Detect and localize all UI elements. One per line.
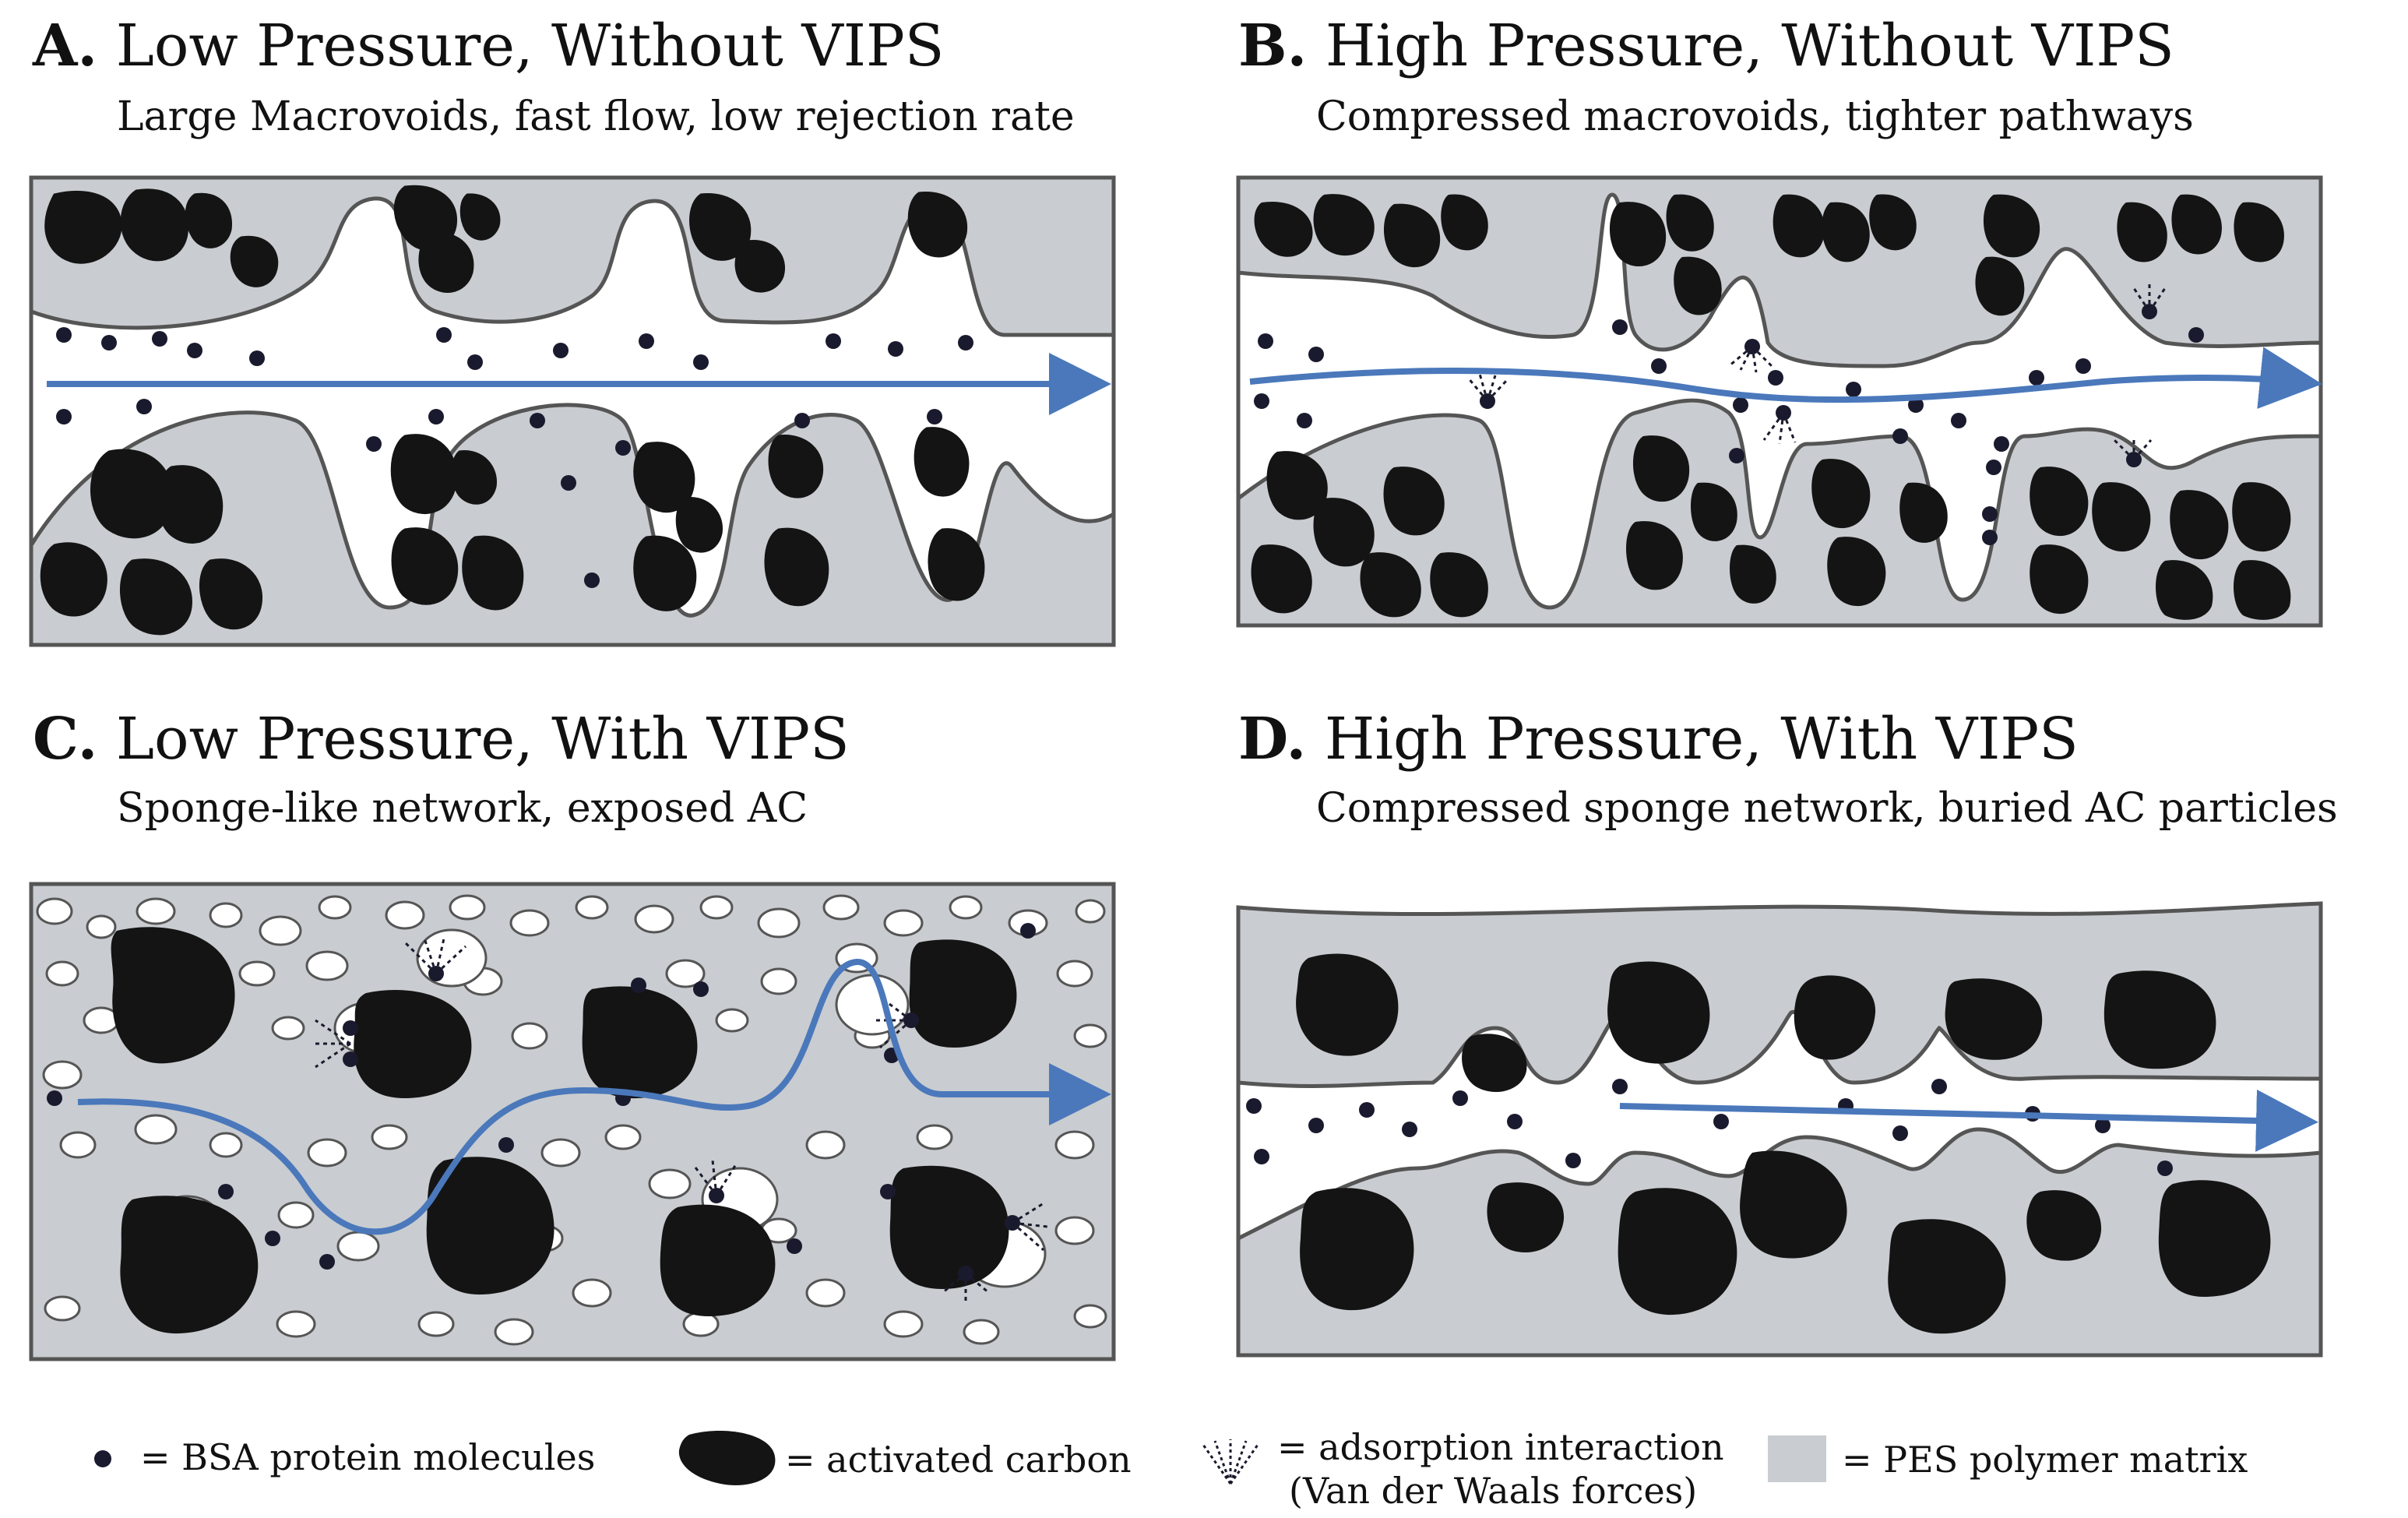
panel-c-subtitle: Sponge-like network, exposed AC [117,785,808,832]
panel-c-carbon-particles [111,927,1017,1334]
panel-d-letter: D. [1238,706,1307,773]
panel-b-letter: B. [1238,12,1308,79]
panel-a-carbon-particles [40,185,985,636]
panel-b-subtitle: Compressed macrovoids, tighter pathways [1316,93,2194,140]
panel-a-membrane [29,175,1116,647]
panel-b-adsorption-lines [1466,284,2167,461]
panel-c-letter: C. [33,706,98,773]
panel-a-subtitle: Large Macrovoids, fast flow, low rejecti… [117,93,1075,140]
panel-d-membrane [1236,901,2323,1358]
panel-b-macrovoid [1236,192,2323,610]
panel-b-flow-arrow [1249,347,2322,410]
panel-d-title: D. High Pressure, With VIPS [1238,710,2079,768]
panel-a-title-text: Low Pressure, Without VIPS [115,12,945,79]
panel-c-title-text: Low Pressure, With VIPS [115,706,850,773]
panel-d-title-text: High Pressure, With VIPS [1324,706,2079,773]
panel-d-flow-arrow [1619,1089,2318,1152]
legend-pes-label: = PES polymer matrix [1842,1439,2248,1481]
legend-bsa-icon [94,1450,111,1467]
legend-carbon-icon [678,1431,776,1485]
panel-d-subtitle: Compressed sponge network, buried AC par… [1316,785,2338,832]
panel-b-carbon-particles [1251,194,2291,620]
legend-carbon-label: = activated carbon [785,1439,1132,1481]
legend-adsorption-icon [1202,1439,1259,1485]
legend-adsorption-label-1: = adsorption interaction [1277,1426,1724,1468]
panel-a-title: A. Low Pressure, Without VIPS [33,17,945,75]
panel-b-title: B. High Pressure, Without VIPS [1238,17,2174,75]
legend-pes-icon [1768,1435,1826,1482]
panel-b-membrane [1236,175,2323,628]
legend-bsa-label: = BSA protein molecules [140,1436,596,1478]
panel-b-title-text: High Pressure, Without VIPS [1325,12,2174,79]
legend-adsorption-label-2: (Van der Waals forces) [1289,1470,1698,1512]
panel-c-membrane [29,882,1116,1361]
panel-c-flow-arrow [77,958,1111,1235]
panel-a-proteins [56,327,973,588]
panel-c-title: C. Low Pressure, With VIPS [33,710,850,768]
panel-a-letter: A. [33,12,98,79]
panel-d-carbon-particles [1296,953,2271,1334]
panel-b-proteins [1254,304,2204,545]
